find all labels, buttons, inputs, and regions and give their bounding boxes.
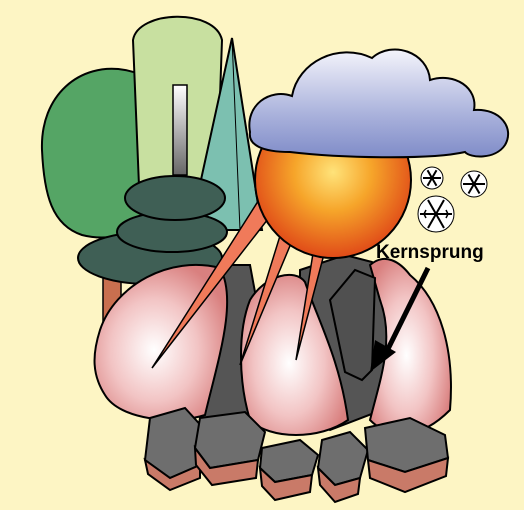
snowflake-icon — [418, 196, 454, 232]
snowflakes — [418, 167, 487, 232]
kernsprung-label: Kernsprung — [376, 242, 484, 263]
boulder — [195, 412, 265, 485]
snowflake-icon — [461, 171, 487, 197]
boulder — [318, 432, 368, 502]
snowflake-icon — [421, 167, 443, 189]
boulder — [365, 418, 448, 492]
cloud-icon — [249, 49, 508, 157]
boulder — [260, 440, 318, 500]
